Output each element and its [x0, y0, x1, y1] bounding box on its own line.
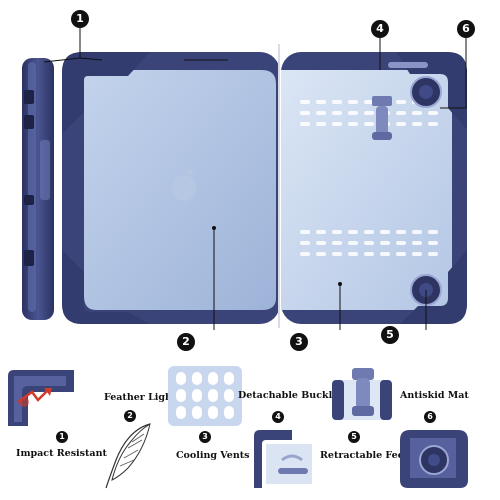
- detachable-buckle: [372, 96, 392, 140]
- feature-2-label: Feather Light: [104, 392, 177, 403]
- vent-slot: [412, 122, 422, 126]
- laptop-case-illustration: [22, 28, 467, 330]
- vent-slot: [364, 241, 374, 245]
- feature-4-label: Detachable Buckle: [238, 390, 339, 401]
- feather-icon: [105, 422, 151, 489]
- vent-slot: [412, 111, 422, 115]
- vent-slot: [316, 100, 326, 104]
- vent-slot: [428, 252, 438, 256]
- vent-slot: [208, 389, 218, 402]
- feature-1-number: 1: [56, 431, 68, 443]
- vent-slot: [332, 241, 342, 245]
- cooling-vents-bottom: [300, 230, 438, 256]
- vent-slot: [348, 241, 358, 245]
- callout-4-badge: 4: [371, 20, 389, 38]
- buckle-corner-icon: [254, 430, 312, 488]
- vent-slot: [428, 241, 438, 245]
- vent-slot: [348, 111, 358, 115]
- vent-slot: [316, 241, 326, 245]
- vent-slot: [224, 389, 234, 402]
- top-shell-view: [62, 52, 280, 324]
- callout-5-badge: 5: [381, 326, 399, 344]
- feature-2-number: 2: [124, 410, 136, 422]
- vent-slot: [300, 230, 310, 234]
- callout-3-badge: 3: [290, 333, 308, 351]
- bottom-shell-view: [281, 52, 467, 324]
- vent-slot: [396, 111, 406, 115]
- vent-slot: [412, 241, 422, 245]
- vent-slot: [332, 230, 342, 234]
- vent-slot: [396, 230, 406, 234]
- vent-slot: [176, 406, 186, 419]
- vents-icon: [176, 372, 234, 419]
- vent-slot: [348, 100, 358, 104]
- callout-1-badge: 1: [71, 10, 89, 28]
- vent-slot: [300, 100, 310, 104]
- vent-slot: [300, 241, 310, 245]
- vent-slot: [428, 230, 438, 234]
- antiskid-mat-icon: [400, 430, 468, 488]
- vent-slot: [364, 111, 374, 115]
- retractable-feet-tile: [330, 366, 394, 428]
- vent-slot: [396, 122, 406, 126]
- feature-3-number: 3: [199, 431, 211, 443]
- impact-resistant-tile: [4, 366, 82, 430]
- vent-slot: [192, 372, 202, 385]
- callout-6-badge: 6: [457, 20, 475, 38]
- vent-slot: [224, 372, 234, 385]
- vent-slot: [428, 111, 438, 115]
- feature-3-label: Cooling Vents: [176, 450, 250, 461]
- vent-slot: [348, 122, 358, 126]
- vent-slot: [224, 406, 234, 419]
- feature-6-label: Antiskid Mat: [400, 390, 469, 401]
- feature-4-number: 4: [272, 411, 284, 423]
- vent-slot: [380, 241, 390, 245]
- vent-slot: [412, 252, 422, 256]
- vent-slot: [332, 100, 342, 104]
- vent-slot: [316, 252, 326, 256]
- vent-slot: [208, 372, 218, 385]
- retractable-foot-icon: [332, 368, 392, 420]
- callout-2-badge: 2: [177, 333, 195, 351]
- vent-slot: [316, 111, 326, 115]
- callout-leader-lines: [43, 28, 467, 330]
- cooling-vents-tile: [168, 366, 242, 426]
- feature-1-label: Impact Resistant: [16, 448, 107, 459]
- vent-slot: [300, 252, 310, 256]
- vent-slot: [412, 230, 422, 234]
- feather-light-tile: [98, 420, 160, 492]
- vent-slot: [364, 122, 374, 126]
- vent-slot: [348, 230, 358, 234]
- vent-slot: [316, 122, 326, 126]
- antiskid-mat-tile: [396, 426, 472, 490]
- vent-slot: [348, 252, 358, 256]
- vent-slot: [380, 252, 390, 256]
- vent-slot: [176, 389, 186, 402]
- vent-slot: [396, 252, 406, 256]
- vent-slot: [428, 122, 438, 126]
- vent-slot: [364, 100, 374, 104]
- side-profile-view: [22, 58, 54, 320]
- vent-slot: [300, 122, 310, 126]
- vent-slot: [316, 230, 326, 234]
- vent-slot: [332, 252, 342, 256]
- vent-slot: [380, 230, 390, 234]
- vent-slot: [192, 406, 202, 419]
- vent-slot: [396, 241, 406, 245]
- vent-slot: [192, 389, 202, 402]
- detachable-buckle-tile: [252, 426, 322, 490]
- vent-slot: [396, 100, 406, 104]
- vent-slot: [332, 122, 342, 126]
- feature-5-number: 5: [348, 431, 360, 443]
- impact-corner-icon: [8, 370, 74, 426]
- vent-slot: [208, 406, 218, 419]
- feature-5-label: Retractable Feet: [320, 450, 409, 461]
- vent-slot: [332, 111, 342, 115]
- feature-6-number: 6: [424, 411, 436, 423]
- vent-slot: [300, 111, 310, 115]
- vent-slot: [364, 252, 374, 256]
- vent-slot: [364, 230, 374, 234]
- vent-slot: [176, 372, 186, 385]
